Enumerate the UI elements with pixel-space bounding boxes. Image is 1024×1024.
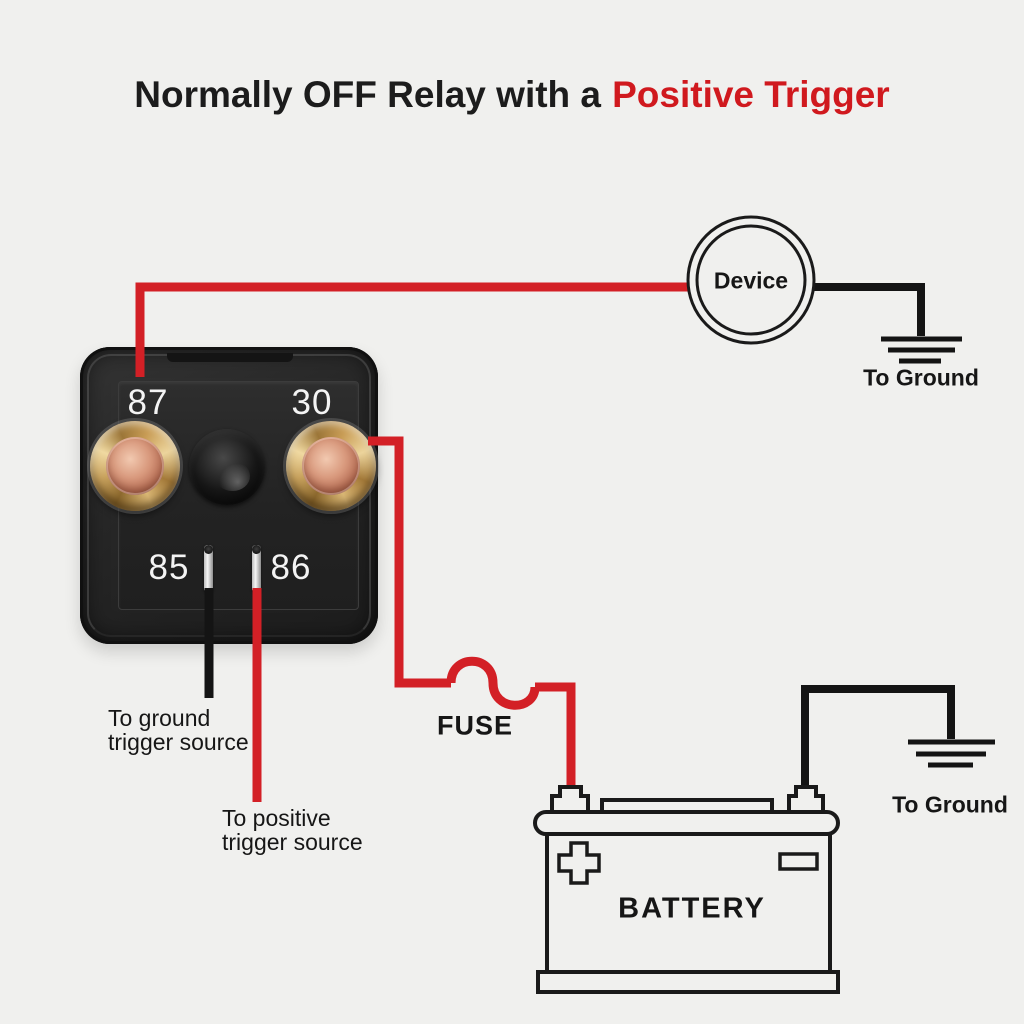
wire-battery-negative-to-ground	[801, 685, 955, 790]
ground-label-bottom: To Ground	[892, 791, 1008, 818]
wire-30-to-fuse	[368, 436, 451, 688]
ground-trigger-line1: To ground	[108, 705, 211, 731]
battery-plus-icon	[557, 841, 601, 885]
ground-trigger-line2: trigger source	[108, 729, 249, 755]
positive-trigger-label: To positive trigger source	[222, 806, 363, 854]
relay-terminal-85-label: 85	[148, 548, 190, 587]
relay-body: 87 30 85 86	[80, 347, 378, 644]
device-circle-outer	[686, 215, 816, 345]
ground-trigger-label: To ground trigger source	[108, 706, 249, 754]
battery-symbol	[533, 785, 840, 994]
title-black-part: Normally OFF Relay with a	[134, 74, 602, 115]
fuse-label: FUSE	[436, 710, 514, 741]
positive-trigger-line1: To positive	[222, 805, 331, 831]
relay-pin-86	[252, 545, 261, 592]
relay-mounting-hole	[189, 429, 265, 505]
ground-label-top: To Ground	[863, 364, 979, 391]
wire-fuse-to-battery-positive	[535, 682, 576, 789]
ground-symbol-bottom-icon	[908, 739, 995, 768]
relay-terminal-post-87	[90, 421, 180, 511]
wire-device-to-ground	[810, 283, 925, 336]
relay-terminal-86-label: 86	[270, 548, 312, 587]
relay-pin-85	[204, 545, 213, 592]
battery-base	[536, 970, 840, 994]
title-red-part: Positive Trigger	[612, 74, 890, 115]
relay-terminal-post-30	[286, 421, 376, 511]
relay-terminal-30-label: 30	[291, 383, 333, 422]
hole-highlight	[214, 460, 250, 492]
terminal-87-copper-contact	[106, 437, 164, 495]
positive-trigger-line2: trigger source	[222, 829, 363, 855]
device-label: Device	[713, 267, 789, 294]
relay-top-notch	[167, 353, 293, 362]
ground-symbol-top-icon	[881, 336, 962, 364]
battery-minus-icon	[778, 852, 819, 871]
battery-terminal-post-negative	[787, 785, 825, 815]
battery-lid	[533, 810, 840, 836]
terminal-30-copper-contact	[302, 437, 360, 495]
wire-87-to-device	[135, 282, 689, 377]
battery-label: BATTERY	[618, 892, 766, 925]
relay-terminal-87-label: 87	[127, 383, 169, 422]
fuse-symbol-icon	[446, 656, 540, 710]
pin-85-tip	[204, 545, 213, 554]
battery-terminal-post-positive	[550, 785, 590, 815]
device-circle-inner	[695, 224, 807, 336]
pin-86-tip	[252, 545, 261, 554]
